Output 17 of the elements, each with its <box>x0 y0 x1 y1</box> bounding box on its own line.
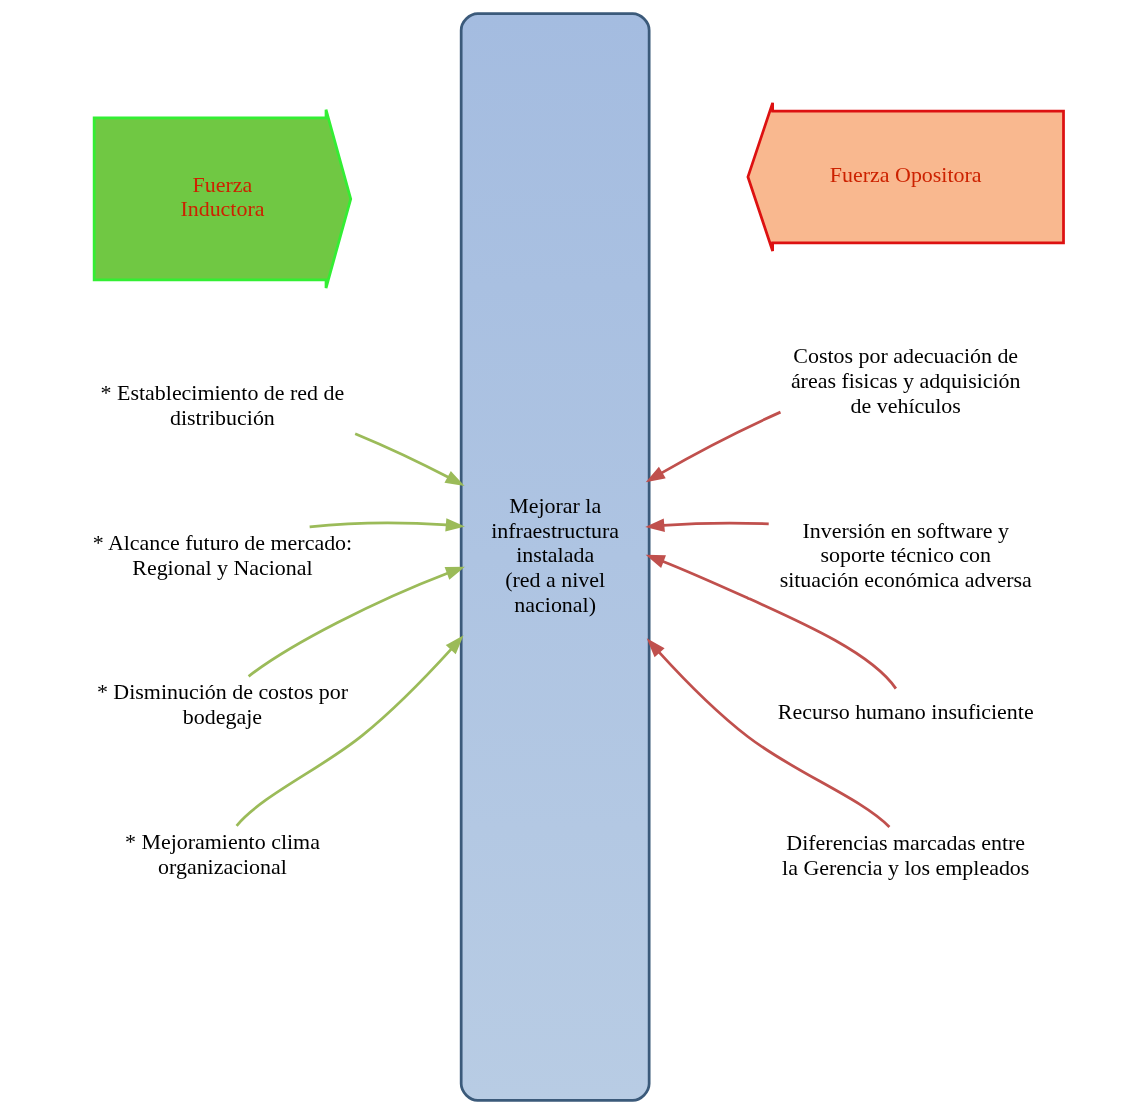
node-text: * Disminución de costos por bodegaje <box>96 679 348 730</box>
node-text: Inversión en software y soporte técnico con situación económica adversa <box>779 517 1032 592</box>
arrow <box>646 638 891 829</box>
arrow <box>645 410 782 483</box>
arrow <box>645 518 769 533</box>
node-text: * Mejoramiento clima organizacional <box>124 828 320 879</box>
node-text: * Establecimiento de red de distribución <box>100 380 345 431</box>
node-text: Diferencias marcadas entre la Gerencia y los empleados <box>782 830 1030 881</box>
arrow <box>645 554 897 690</box>
arrow <box>247 566 465 678</box>
arrow <box>309 518 465 532</box>
arrow <box>354 432 465 486</box>
arrow <box>235 635 464 827</box>
node-text: Recurso humano insuficiente <box>777 698 1034 724</box>
node-box: Mejorar la infraestructura instalada (red a nivel nacional) <box>459 12 651 1102</box>
node-text: * Alcance futuro de mercado: Regional y Nacional <box>92 529 353 580</box>
node-text: Costos por adecuación de áreas fisicas y adquisición de vehículos <box>790 343 1021 418</box>
